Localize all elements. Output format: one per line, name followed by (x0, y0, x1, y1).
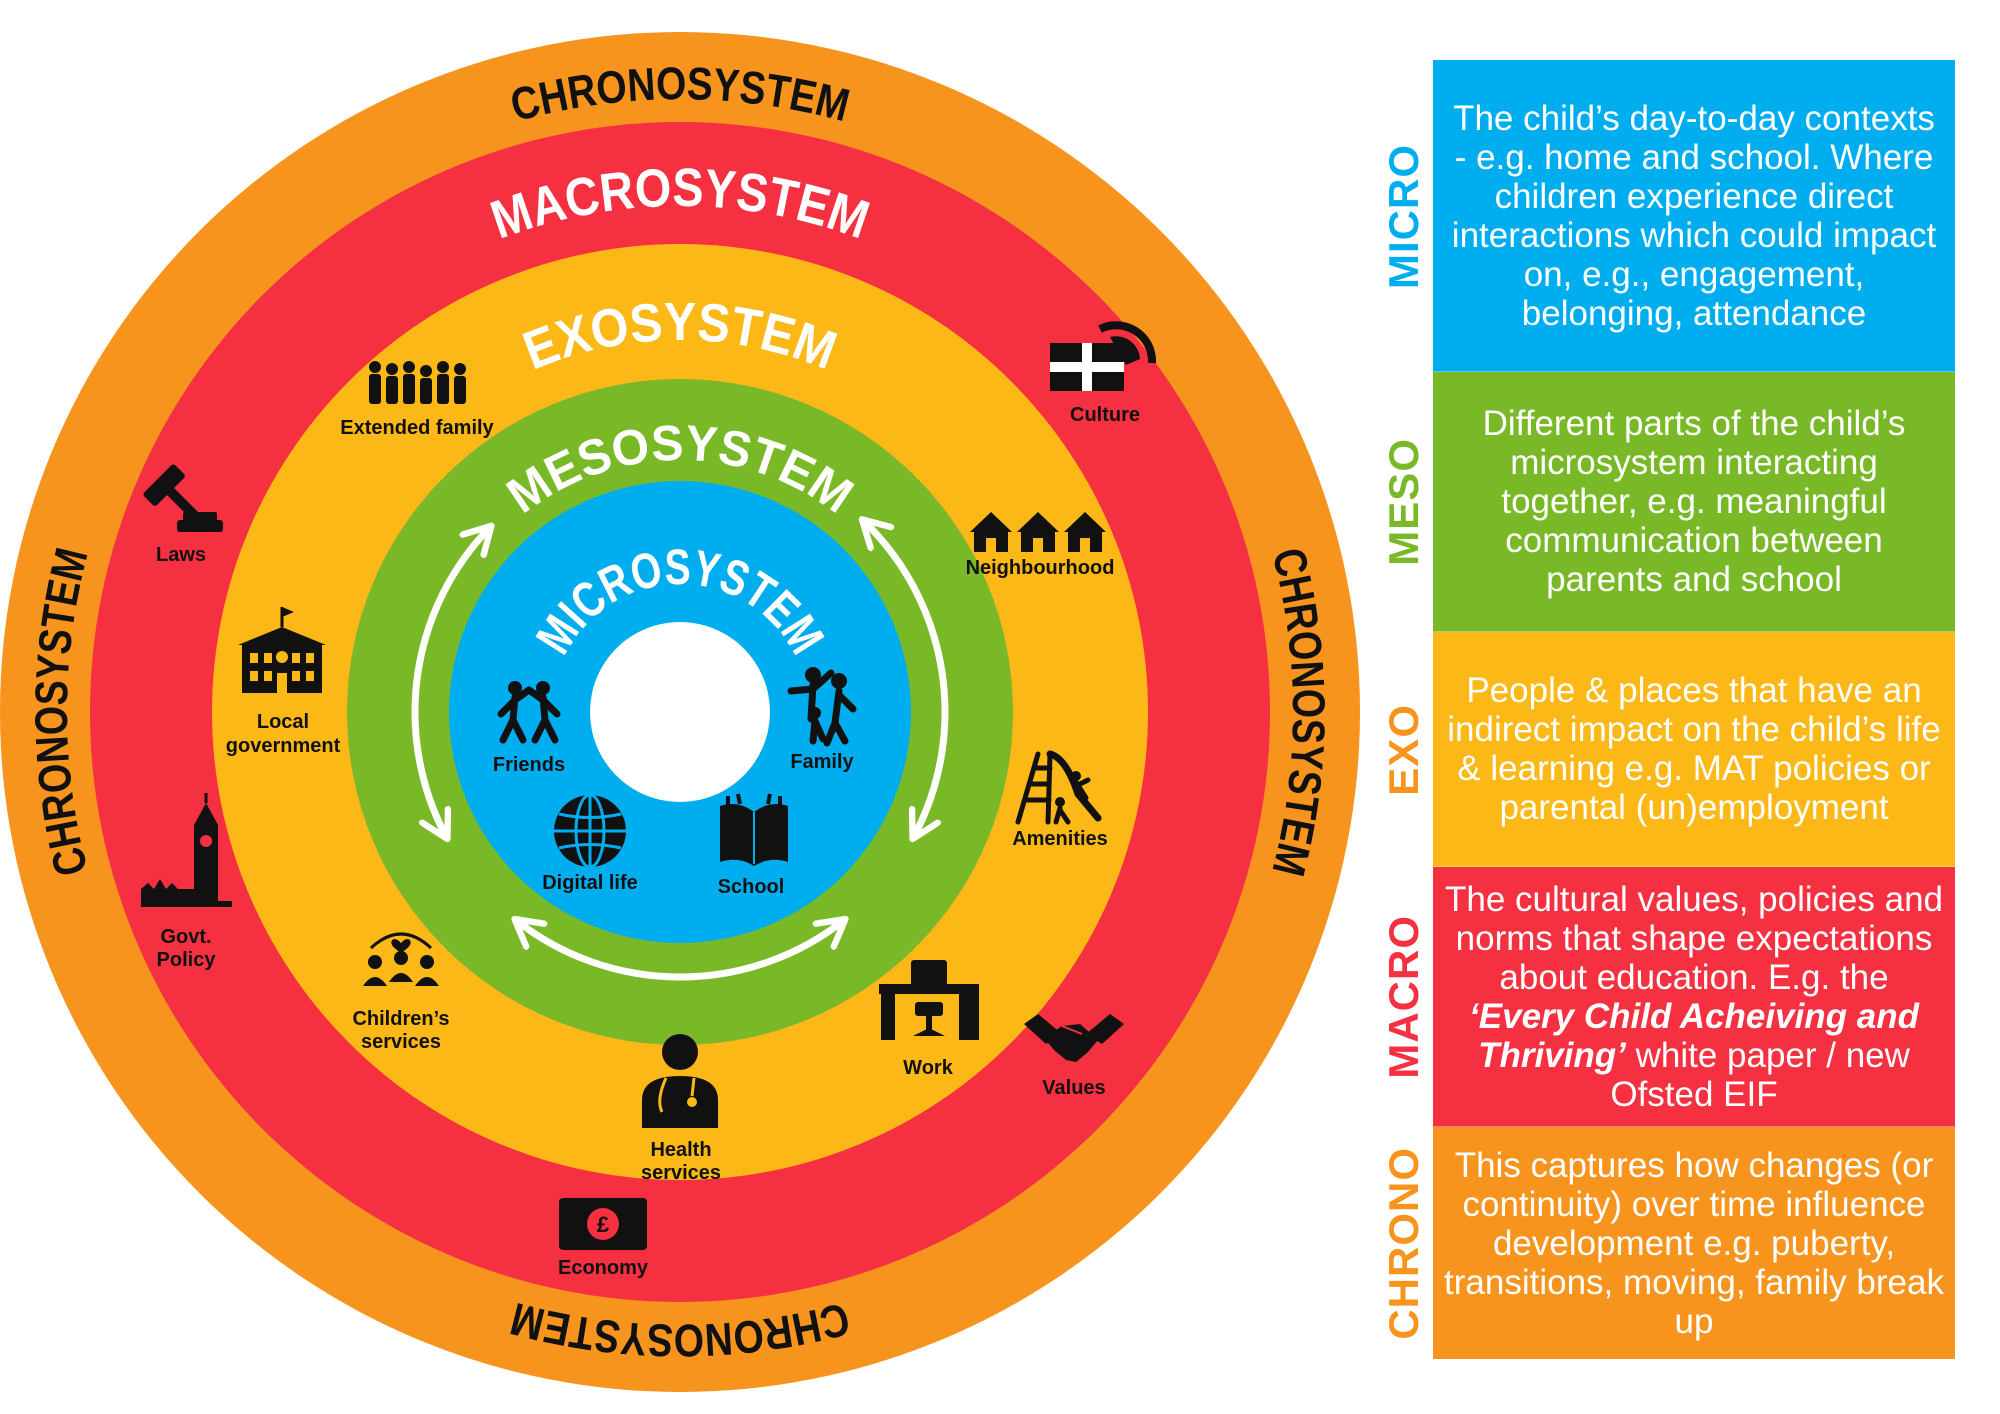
neighbourhood-label: Neighbourhood (966, 557, 1115, 579)
childrens-services-icon (363, 932, 439, 986)
globe-icon (554, 793, 626, 869)
local-government-label-line2: government (226, 735, 341, 757)
definition-exo: People & places that have an indirect im… (1433, 632, 1955, 867)
amenities-label: Amenities (1012, 828, 1108, 850)
big-ben-icon (141, 793, 232, 907)
extended-family-icon (369, 361, 466, 404)
health-worker-icon (642, 1034, 718, 1128)
culture-label: Culture (1070, 404, 1140, 426)
health-services-label-line2: services (641, 1162, 721, 1184)
white-paper-title: ‘Every Child Acheiving and Thriving’ (1469, 996, 1919, 1075)
local-government-label-line1: Local (257, 711, 309, 733)
digital-life-label: Digital life (542, 872, 638, 894)
culture-flag-icon (1050, 321, 1157, 391)
laws-label: Laws (156, 544, 206, 566)
childrens-services-label-line2: services (361, 1031, 441, 1053)
panel-label-exo: EXO (1380, 703, 1427, 796)
bronfenbrenner-ecological-diagram: CHRONOSYSTEM CHRONOSYSTEM CHRONOSYSTEM C… (0, 32, 1360, 1392)
interaction-arrow-bottom (517, 921, 843, 981)
govt-policy-label-line2: Policy (157, 949, 217, 971)
definition-macro: The cultural values, policies and norms … (1433, 867, 1955, 1127)
definition-meso-text: Different parts of the child’s microsyst… (1482, 404, 1906, 599)
panel-label-micro: MICRO (1380, 143, 1427, 289)
definition-chrono-text: This captures how changes (or continuity… (1444, 1145, 1944, 1341)
govt-policy-label-line1: Govt. (160, 926, 211, 948)
playground-slide-icon (1015, 750, 1102, 825)
pound-symbol: £ (597, 1212, 610, 1237)
neighbourhood-icon (970, 512, 1106, 552)
health-services-label-line1: Health (650, 1139, 711, 1161)
desk-icon (879, 960, 979, 1040)
definition-macro-text: The cultural values, policies and norms … (1444, 879, 1944, 1114)
interaction-arrow-left (411, 528, 489, 836)
interaction-arrow-right (864, 521, 949, 836)
work-label: Work (903, 1057, 954, 1079)
gavel-icon (143, 464, 223, 532)
definitions-panel: The child’s day-to-day contexts - e.g. h… (1433, 60, 1955, 1359)
childrens-services-label-line1: Children’s (352, 1008, 449, 1030)
values-label: Values (1042, 1077, 1105, 1099)
definition-micro-text: The child’s day-to-day contexts - e.g. h… (1451, 98, 1937, 333)
friends-icon (497, 681, 561, 744)
definition-micro: The child’s day-to-day contexts - e.g. h… (1433, 60, 1955, 372)
economy-banknote-icon: £ (559, 1198, 647, 1250)
definition-chrono: This captures how changes (or continuity… (1433, 1127, 1955, 1359)
panel-label-meso: MESO (1380, 438, 1427, 566)
economy-label: Economy (558, 1257, 649, 1279)
definition-meso: Different parts of the child’s microsyst… (1433, 372, 1955, 632)
town-hall-icon (238, 607, 326, 693)
family-icon (787, 667, 857, 747)
panel-label-chrono: CHRONO (1380, 1146, 1427, 1340)
friends-label: Friends (493, 754, 565, 776)
handshake-icon (1024, 1014, 1124, 1062)
book-icon (720, 793, 788, 866)
family-label: Family (790, 751, 854, 773)
panel-label-macro: MACRO (1380, 915, 1427, 1079)
definition-exo-text: People & places that have an indirect im… (1447, 671, 1941, 827)
child-center (590, 622, 770, 802)
extended-family-label: Extended family (340, 417, 494, 439)
school-label: School (718, 876, 785, 898)
